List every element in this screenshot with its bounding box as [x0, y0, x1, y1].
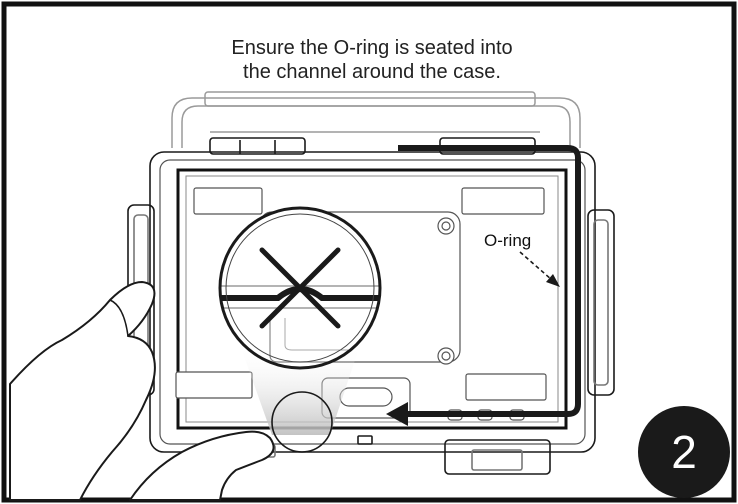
step-badge: 2 [638, 406, 730, 498]
oring-label: O-ring [484, 231, 531, 250]
instruction-line-1: Ensure the O-ring is seated into [231, 37, 512, 59]
step-number: 2 [671, 426, 697, 478]
instruction-line-2: the channel around the case. [243, 61, 501, 83]
